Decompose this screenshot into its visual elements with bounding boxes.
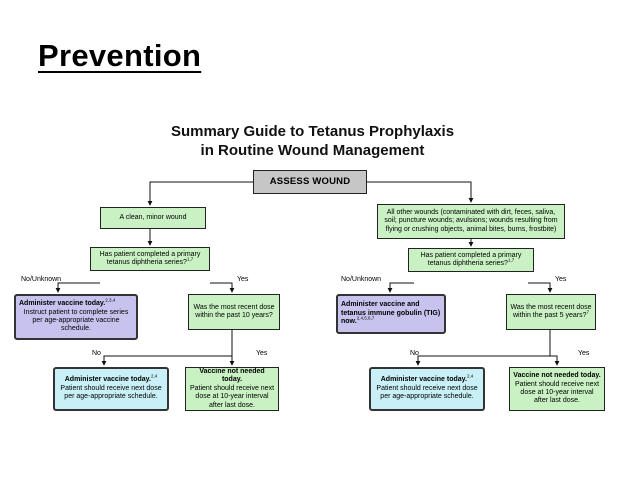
arrow-right-question-yes	[528, 282, 553, 293]
right-recent-q: Was the most recent dose within the past…	[510, 303, 592, 319]
left-no-label: No	[92, 350, 101, 357]
left-no-unknown-label: No/Unknown	[21, 276, 62, 283]
arrow-assess-left	[147, 181, 253, 206]
left-wound-box: A clean, minor wound	[100, 207, 206, 229]
arrow-right-question-no	[387, 282, 414, 293]
right-no-unknown-label: No/Unknown	[341, 276, 382, 283]
right-no-label: No	[410, 350, 419, 357]
right-recent-dose-question-box: Was the most recent dose within the past…	[506, 294, 596, 330]
left-question-line2: tetanus diphtheria series?	[106, 259, 187, 266]
right-admin-head: Administer vaccine and tetanus immune go…	[341, 301, 441, 326]
right-today-body: Patient should receive next dose per age…	[376, 384, 478, 401]
left-admin-body: Instruct patient to complete series per …	[23, 308, 129, 333]
right-yes-label: Yes	[555, 276, 567, 283]
right-administer-today-box: Administer vaccine today.2,4 Patient sho…	[369, 367, 485, 411]
right-not-needed-box: Vaccine not needed today. Patient should…	[509, 367, 605, 411]
right-yes2-label: Yes	[578, 350, 590, 357]
left-today-sup: 2,4	[150, 374, 158, 380]
arrow-right-recent-yes	[550, 355, 560, 366]
guide-title-line1: Summary Guide to Tetanus Prophylaxis	[170, 123, 455, 140]
right-administer-tig-box: Administer vaccine and tetanus immune go…	[336, 294, 446, 334]
right-today-sup: 2,4	[466, 374, 474, 380]
left-administer-series-box: Administer vaccine today.2,3,4 Instruct …	[14, 294, 138, 340]
left-admin-sup: 2,3,4	[105, 297, 116, 303]
assess-wound-box: ASSESS WOUND	[253, 170, 367, 194]
right-series-question-box: Has patient completed a primary tetanus …	[408, 248, 534, 272]
left-today-head: Administer vaccine today.	[64, 376, 151, 384]
left-admin-head: Administer vaccine today.	[19, 300, 106, 308]
right-today-head: Administer vaccine today.	[380, 376, 467, 384]
left-yes-label: Yes	[237, 276, 249, 283]
right-wound-box: All other wounds (contaminated with dirt…	[377, 204, 565, 239]
arrow-right-recent-no	[415, 330, 551, 366]
arrow-left-question-yes	[210, 282, 235, 293]
slide-title: Prevention	[38, 38, 202, 73]
right-question-line1: Has patient completed a primary	[420, 251, 522, 259]
left-notneeded-body: Patient should receive next dose at 10-y…	[189, 384, 275, 409]
arrow-left-recent-no	[101, 330, 233, 366]
left-question-sup: 1,7	[186, 256, 194, 262]
right-question-line2: tetanus diphtheria series?	[427, 260, 508, 267]
right-notneeded-body: Patient should receive next dose at 10-y…	[514, 380, 600, 405]
guide-title-line2: in Routine Wound Management	[200, 142, 425, 159]
left-today-body: Patient should receive next dose per age…	[60, 384, 162, 401]
right-admin-sup: 2,4,5,6,7	[356, 315, 375, 321]
left-recent-dose-question-box: Was the most recent dose within the past…	[188, 294, 280, 330]
guide-title: Summary Guide to Tetanus Prophylaxis in …	[115, 122, 510, 160]
right-question-sup: 1,7	[507, 257, 515, 263]
left-administer-today-box: Administer vaccine today.2,4 Patient sho…	[53, 367, 169, 411]
right-recent-sup: 7	[586, 309, 590, 315]
arrow-left-question-no	[55, 282, 100, 293]
left-yes2-label: Yes	[256, 350, 268, 357]
right-notneeded-head: Vaccine not needed today.	[513, 372, 601, 380]
left-question-line1: Has patient completed a primary	[99, 250, 201, 258]
left-not-needed-box: Vaccine not needed today. Patient should…	[185, 367, 279, 411]
left-notneeded-head: Vaccine not needed today.	[199, 367, 265, 384]
arrow-assess-right	[367, 181, 474, 203]
left-series-question-box: Has patient completed a primary tetanus …	[90, 247, 210, 271]
